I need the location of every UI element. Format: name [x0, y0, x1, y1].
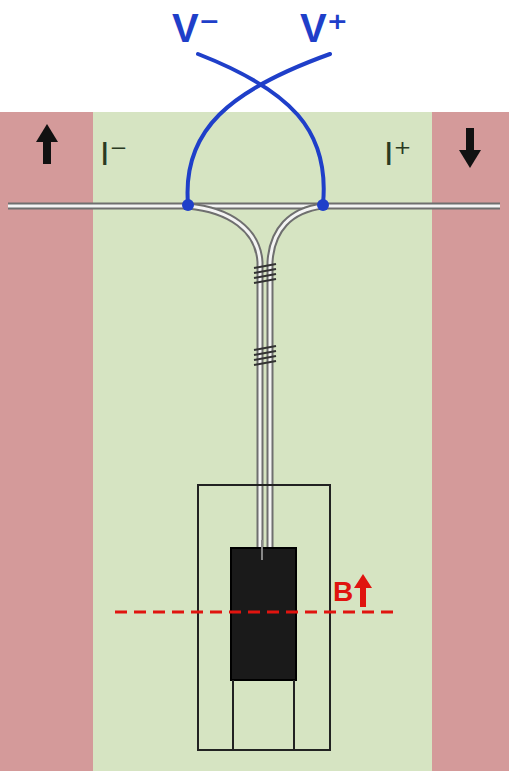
current-label: I⁺	[384, 136, 411, 170]
field-arrow	[354, 574, 372, 607]
current-wire	[8, 206, 500, 207]
right-pole	[432, 112, 509, 771]
green-region	[0, 112, 509, 771]
contact-dot	[182, 199, 329, 211]
current-label: I⁻	[100, 136, 127, 170]
left-pole	[0, 112, 93, 771]
sample	[231, 548, 296, 680]
voltage-label: V⁺	[300, 8, 348, 48]
field-label: B	[333, 578, 353, 606]
field-line	[115, 611, 400, 614]
sample-stage	[233, 540, 294, 750]
voltage-label: V⁻	[172, 8, 220, 48]
voltage-leads	[187, 54, 330, 204]
twisted-leads	[188, 206, 323, 560]
sample-holder	[198, 485, 330, 750]
wire-twist	[254, 264, 276, 365]
